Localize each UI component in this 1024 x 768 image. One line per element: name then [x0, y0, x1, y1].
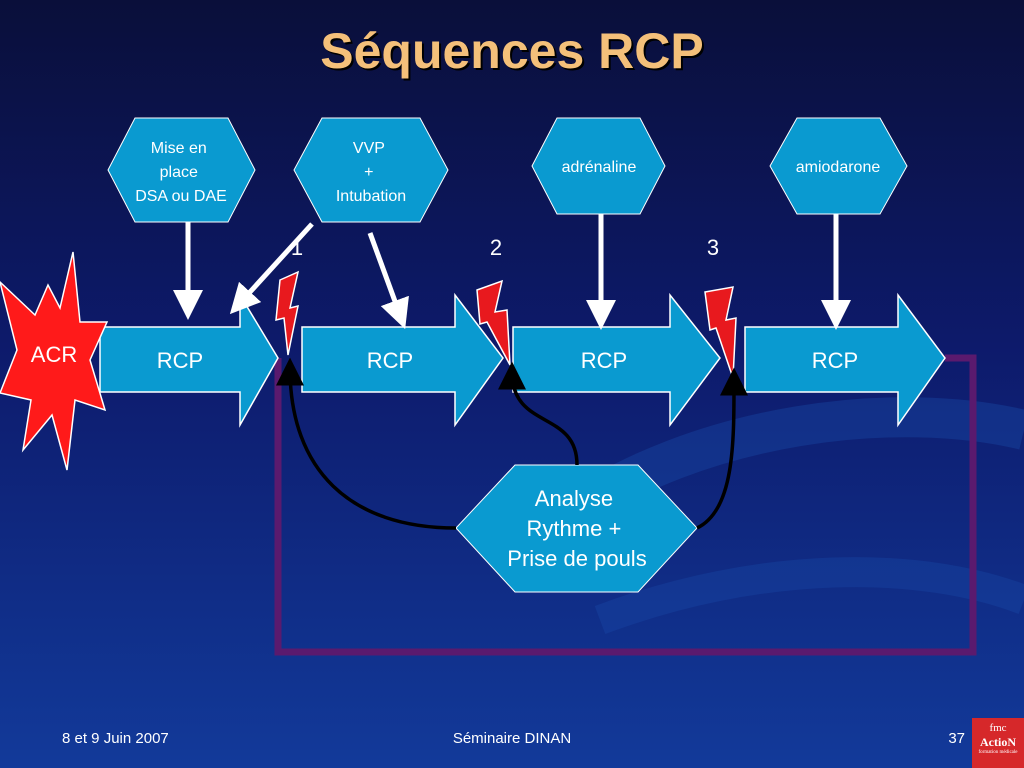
svg-text:VVP + Intubation: VVP + Intubation	[336, 140, 406, 205]
acr-starburst: ACR	[0, 251, 109, 471]
fmc-action-logo: fmc ActioN formation médicale	[972, 718, 1024, 768]
shock-bolt-icon	[476, 279, 511, 366]
footer-date: 8 et 9 Juin 2007	[62, 730, 169, 747]
intervention-line: place	[160, 164, 198, 181]
rcp-step-2: RCP	[301, 292, 504, 428]
intervention-adrenaline: adrénaline	[531, 117, 666, 215]
shock-number-3: 3	[707, 235, 719, 260]
arrow-vvp-to-rcp1	[229, 222, 314, 315]
curve-analysis-to-shock-2	[498, 361, 579, 466]
arrow-vvp-to-rcp2	[367, 232, 409, 330]
footer-seminar: Séminaire DINAN	[452, 730, 572, 747]
intervention-line: Mise en	[151, 140, 207, 157]
shock-number-1: 1	[291, 235, 303, 260]
intervention-line: amiodarone	[796, 159, 881, 176]
shock-bolt-icon	[704, 286, 737, 379]
rcp-step-4: RCP	[744, 292, 946, 428]
intervention-vvp: VVP + Intubation	[293, 117, 449, 223]
intervention-line: Intubation	[336, 188, 406, 205]
logo-line: fmc	[989, 722, 1007, 734]
analysis-node: Analyse Rythme + Prise de pouls	[455, 464, 698, 593]
analysis-line: Analyse	[535, 486, 613, 511]
acr-label: ACR	[31, 342, 77, 367]
intervention-amiodarone: amiodarone	[769, 117, 908, 215]
intervention-line: DSA ou DAE	[135, 188, 227, 205]
rcp-label: RCP	[367, 348, 413, 373]
curve-analysis-to-shock-1	[276, 357, 457, 530]
rcp-step-3: RCP	[512, 292, 721, 428]
analysis-line: Prise de pouls	[507, 546, 646, 571]
analysis-line: Rythme +	[527, 516, 622, 541]
svg-text:Analyse Rythme + P: Analyse Rythme + Prise de pouls	[507, 486, 646, 571]
rcp-label: RCP	[157, 348, 203, 373]
curve-analysis-to-shock-3	[696, 367, 749, 530]
rcp-step-1: RCP	[99, 292, 279, 428]
logo-line: ActioN	[980, 735, 1016, 749]
rcp-label: RCP	[812, 348, 858, 373]
intervention-line: adrénaline	[562, 159, 637, 176]
page-number: 37	[948, 730, 965, 747]
svg-text:Mise en place DSA: Mise en place DSA ou DAE	[135, 140, 227, 205]
logo-line: formation médicale	[978, 750, 1018, 755]
shock-number-2: 2	[490, 235, 502, 260]
shock-bolt-icon	[275, 270, 300, 356]
rcp-label: RCP	[581, 348, 627, 373]
loop-line	[274, 354, 977, 656]
intervention-line: VVP	[353, 140, 385, 157]
slide-title: Séquences RCP	[320, 23, 704, 79]
intervention-dsa: Mise en place DSA ou DAE	[107, 117, 256, 223]
background-swoosh	[594, 557, 1024, 635]
intervention-line: +	[364, 164, 373, 181]
